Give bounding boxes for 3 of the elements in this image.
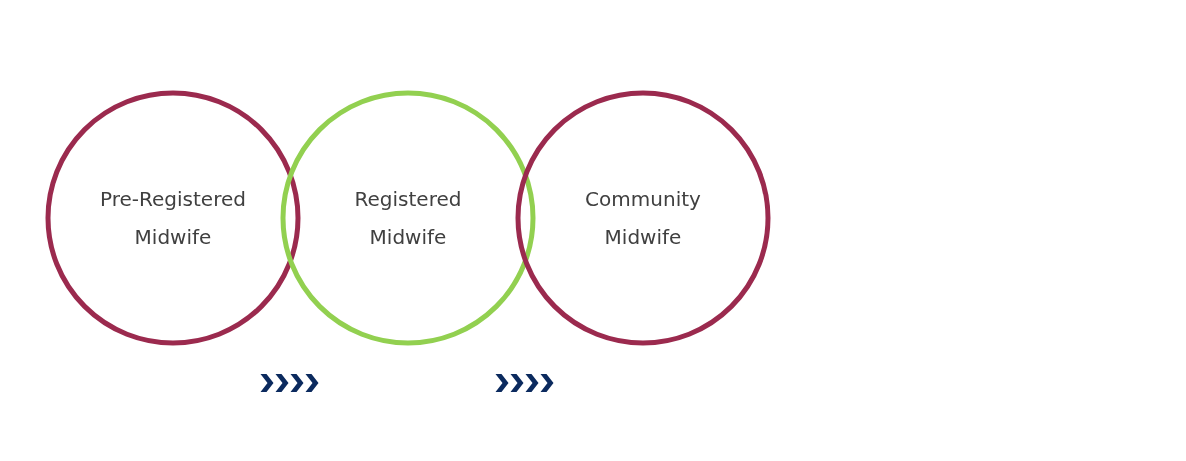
- stage-label: Community Midwife: [584, 186, 702, 251]
- stage-label: Registered Midwife: [353, 186, 463, 251]
- stage-label: Pre-Registered Midwife: [99, 186, 247, 251]
